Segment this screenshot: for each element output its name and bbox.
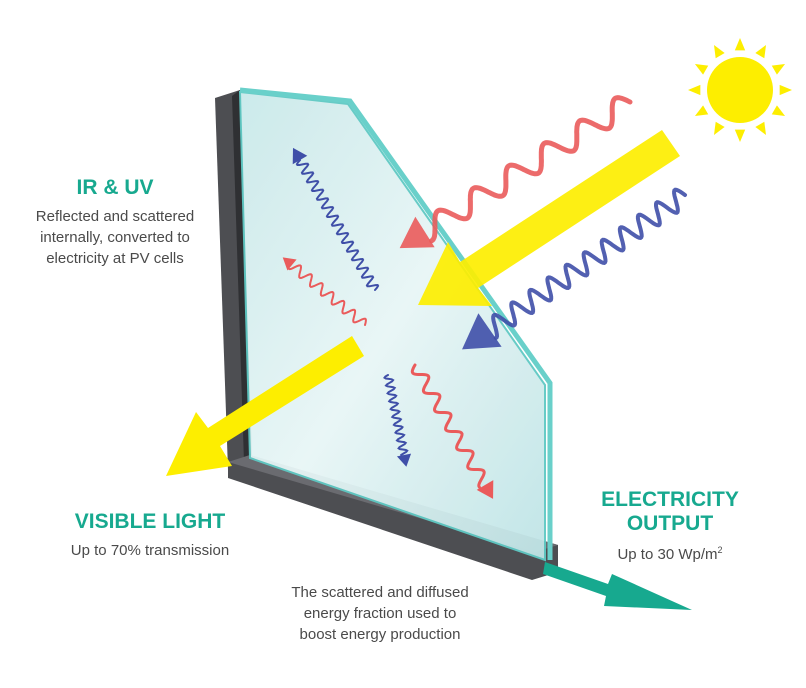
sun-icon	[688, 38, 792, 142]
ir-scatter-wave	[288, 264, 367, 326]
sun-ray	[688, 84, 701, 96]
uv-down-wave-head	[396, 453, 412, 467]
sun-ray	[779, 84, 792, 96]
sun-disc	[707, 57, 773, 123]
electricity-sup: 2	[717, 545, 723, 555]
sun-ray	[694, 64, 709, 75]
ir-incoming-wave	[429, 95, 633, 244]
electricity-output-arrow	[543, 562, 692, 610]
sun-ray	[714, 121, 725, 136]
ir-incoming-wave-head	[399, 216, 435, 249]
electricity-title-2: OUTPUT	[626, 512, 714, 535]
ir-scatter-wave-head	[282, 257, 297, 271]
sun-ray	[771, 105, 786, 116]
ir-uv-title: IR & UV	[76, 176, 154, 199]
ir-uv-line: Reflected and scattered	[35, 208, 195, 225]
sun-ray	[771, 64, 786, 75]
scattered-energy-label: The scattered and diffused energy fracti…	[255, 582, 505, 645]
uv-incoming-wave-head	[462, 313, 502, 350]
ir-down-wave-head	[476, 480, 494, 499]
visible-light-text: Up to 70% transmission	[70, 542, 230, 559]
visible-light-arrow	[166, 336, 364, 476]
visible-light-title: VISIBLE LIGHT	[74, 510, 226, 533]
uv-incoming-wave	[491, 187, 687, 340]
glass-edge	[239, 87, 553, 560]
scattered-line: energy fraction used to	[303, 605, 457, 622]
ir-uv-label: IR & UV Reflected and scattered internal…	[0, 176, 230, 269]
sun-ray	[734, 129, 746, 142]
uv-scatter-wave-head	[292, 147, 308, 165]
scattered-line: boost energy production	[299, 626, 461, 643]
sun-ray	[694, 105, 709, 116]
uv-scatter-wave	[295, 159, 380, 291]
electricity-title-1: ELECTRICITY	[601, 488, 739, 511]
incoming-light-arrow	[418, 130, 680, 306]
electricity-text: Up to 30 Wp/m	[617, 546, 718, 563]
ir-uv-line: electricity at PV cells	[46, 250, 184, 267]
uv-down-wave	[383, 374, 409, 456]
frame-bottom	[228, 455, 558, 580]
glass-pane	[238, 90, 546, 562]
sun-ray	[714, 44, 725, 59]
scattered-line: The scattered and diffused	[291, 584, 469, 601]
sun-ray	[755, 121, 766, 136]
ir-uv-line: internally, converted to	[40, 229, 190, 246]
ir-down-wave	[410, 363, 486, 489]
sun-ray	[755, 44, 766, 59]
visible-light-label: VISIBLE LIGHT Up to 70% transmission	[30, 510, 270, 561]
sun-ray	[734, 38, 746, 51]
